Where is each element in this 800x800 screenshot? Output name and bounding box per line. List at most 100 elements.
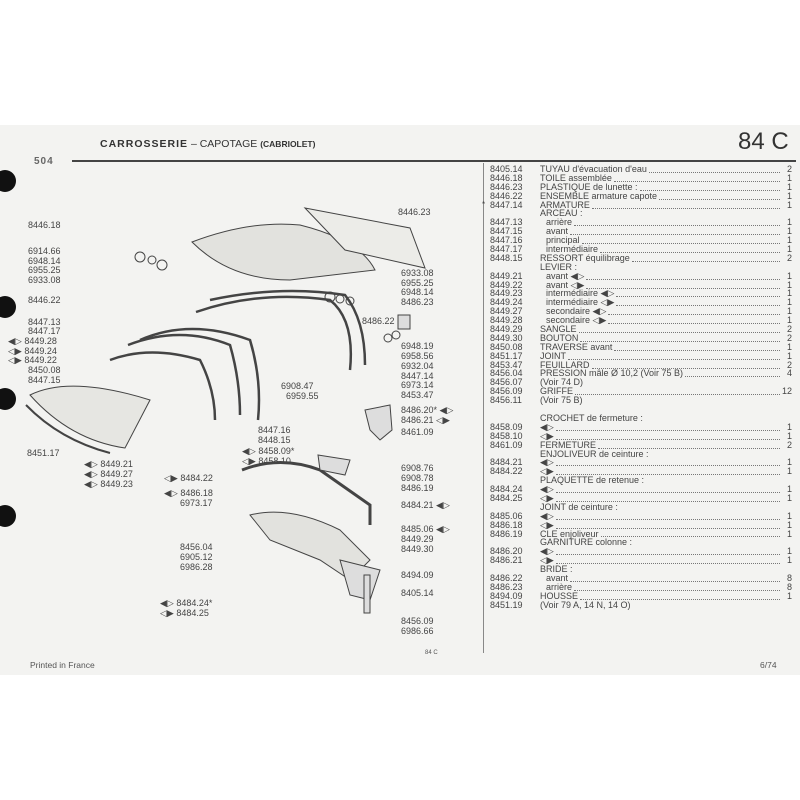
dot-leader	[555, 522, 780, 529]
part-number: 8486.19	[490, 529, 540, 539]
model-logo: 504	[34, 156, 54, 167]
part-description: RESSORT équilibrage	[540, 252, 630, 263]
callout-label: ◁▶ 8449.22	[8, 355, 57, 365]
callout-label: 8449.29	[401, 534, 434, 544]
figure-code: 84 C	[425, 650, 438, 656]
part-description: (Voir 75 B)	[540, 395, 583, 406]
part-ref: 8458.10	[490, 430, 523, 441]
callout-label: 8494.09	[401, 570, 434, 580]
part-description: ENSEMBLE armature capote	[540, 190, 658, 201]
part-ref: 8484.21	[490, 457, 523, 468]
dot-leader	[580, 593, 780, 600]
dot-leader	[616, 299, 780, 307]
part-number: 8451.19	[490, 599, 540, 610]
part-quantity: 1	[786, 510, 792, 521]
part-description: ◀▷	[540, 421, 554, 432]
parts-row: CROCHET de fermeture :	[490, 413, 792, 423]
part-description: secondaire ◀▷	[546, 306, 607, 317]
callout-label: 6948.19	[401, 341, 434, 351]
part-ref: 8447.16	[490, 235, 523, 246]
callout-label: ◁▶ 8449.24	[8, 346, 57, 356]
part-description: PLAQUETTE de retenue :	[540, 475, 645, 486]
part-description: CLE enjoliveur	[540, 528, 599, 539]
dot-leader	[648, 166, 780, 173]
callout-label: ◁▶ 8484.25	[160, 608, 209, 618]
callout-label: 6933.08	[401, 268, 434, 278]
part-description: JOINT	[540, 350, 566, 361]
parts-row: LEVIER :	[490, 262, 792, 272]
callout-label: 6955.25	[401, 278, 434, 288]
callout-label: 8486.20* ◀▷	[401, 405, 454, 415]
callout-label: 8447.16	[258, 425, 291, 435]
callout-label: 6986.66	[401, 626, 434, 636]
part-description: ARMATURE	[540, 199, 590, 210]
parts-row: 8486.18◁▶ 1	[490, 520, 792, 530]
part-number: 8451.17	[490, 351, 540, 361]
part-quantity: 8	[786, 572, 792, 583]
part-ref: 8456.07	[490, 377, 523, 388]
parts-row: 8456.07(Voir 74 D)	[490, 378, 792, 387]
parts-row: ARCEAU :	[490, 209, 792, 218]
parts-row: GARNITURE colonne :	[490, 538, 792, 547]
binder-hole	[0, 296, 16, 318]
part-quantity: 1	[786, 341, 792, 352]
section-title: CARROSSERIE	[100, 138, 189, 150]
callout-label: 8456.09	[401, 616, 434, 626]
dot-leader	[555, 548, 780, 556]
part-ref: 8449.30	[490, 332, 523, 343]
callout-label: 6905.12	[180, 552, 213, 562]
parts-row: 8456.11(Voir 75 B)	[490, 396, 792, 405]
part-number: 8486.22	[490, 573, 540, 583]
callout-label: 6948.14	[28, 256, 61, 266]
callout-label: 6948.14	[401, 287, 434, 297]
part-ref: 8458.09	[490, 421, 523, 432]
part-quantity: 1	[786, 546, 792, 557]
part-number: 8447.15	[490, 227, 540, 236]
part-ref: 8486.21	[490, 555, 523, 566]
callout-label: 6973.14	[401, 380, 434, 390]
callout-label: 8447.17	[28, 326, 61, 336]
dot-leader	[568, 353, 780, 360]
dot-leader	[555, 468, 780, 476]
part-description: HOUSSE	[540, 590, 579, 601]
part-ref: 8446.23	[490, 181, 523, 192]
dot-leader	[570, 228, 780, 236]
part-description: BOUTON	[540, 332, 579, 343]
dot-leader	[581, 237, 780, 245]
part-ref: 8451.19	[490, 599, 523, 610]
callout-label: ◀▷ 8449.23	[84, 479, 133, 489]
dot-leader	[631, 255, 780, 262]
binder-hole	[0, 170, 16, 192]
part-description: ◀▷	[540, 457, 554, 468]
dot-leader	[685, 370, 780, 378]
callout-label: 8446.23	[398, 207, 431, 217]
part-number: 8449.27	[490, 307, 540, 316]
part-number: 8485.06	[490, 511, 540, 521]
part-description: GRIFFE	[540, 386, 573, 397]
part-ref: 8449.21	[490, 270, 523, 281]
dot-leader	[659, 193, 780, 200]
dot-leader	[614, 344, 780, 351]
part-number: 8461.09	[490, 440, 540, 450]
part-number: 8447.17	[490, 245, 540, 254]
part-ref: 8446.18	[490, 172, 523, 183]
part-description: SANGLE	[540, 324, 577, 335]
page-title: CARROSSERIE – CAPOTAGE (CABRIOLET)	[100, 138, 315, 150]
part-quantity: 1	[786, 279, 792, 290]
callout-label: 8486.21 ◁▶	[401, 415, 450, 425]
part-description: TRAVERSE avant	[540, 341, 613, 352]
